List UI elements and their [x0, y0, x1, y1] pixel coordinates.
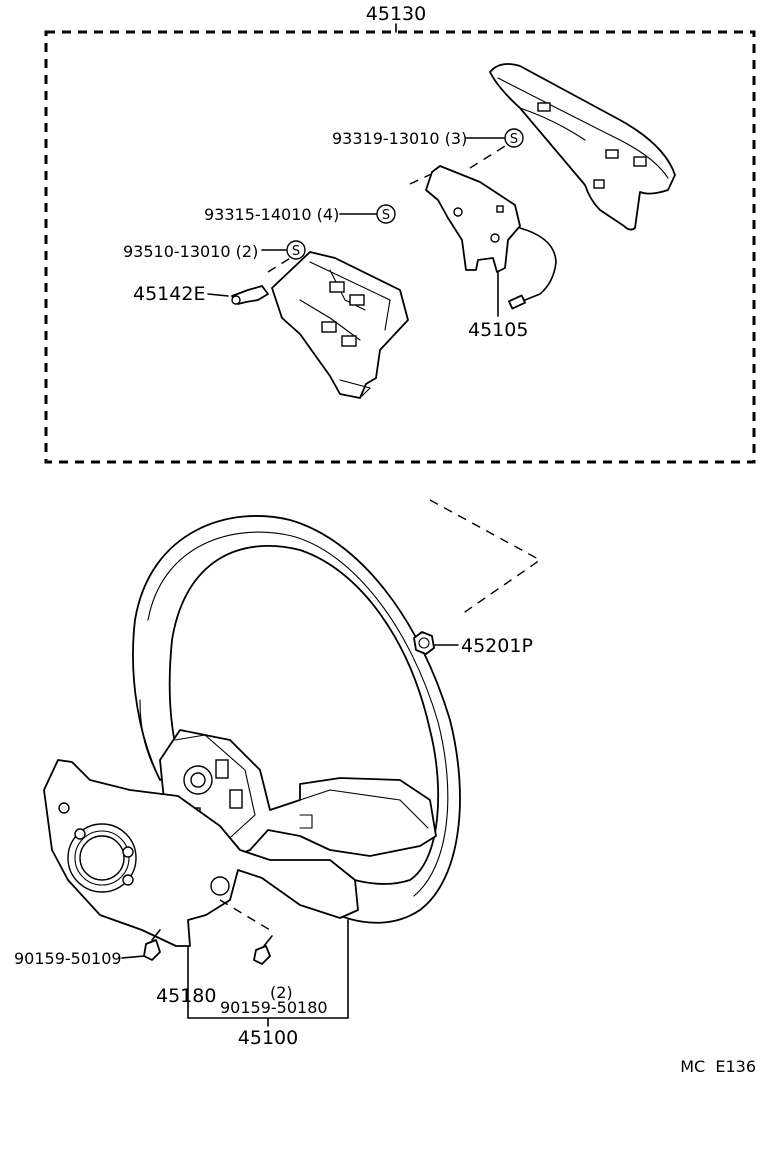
screw-93319-number: 93319-13010 — [332, 129, 440, 148]
contact-45142e — [207, 285, 269, 305]
steering-wheel-45100 — [43, 515, 461, 947]
wheel-assembly-number: 45100 — [238, 1027, 298, 1049]
svg-text:93510-13010 (2): 93510-13010 (2) — [123, 242, 258, 261]
pad-assembly-number: 45130 — [366, 3, 426, 25]
screw-93319-symbol: S — [510, 132, 518, 147]
horn-pad-cover — [489, 63, 676, 231]
screw-93510-symbol-circle — [286, 240, 306, 260]
svg-text:93315-14010 (4): 93315-14010 (4) — [204, 205, 339, 224]
screw-93315-callout: 93315-14010 (4) S — [204, 204, 396, 224]
contact-leader — [207, 293, 229, 297]
wheel-assembly-bracket — [187, 919, 349, 1027]
pad-assembly-group: 45130 45105 — [44, 3, 756, 464]
screw-93319-qty: (3) — [445, 129, 468, 148]
pad-assembly-dashed-box — [44, 30, 756, 464]
screw-93315-qty: (4) — [317, 205, 340, 224]
assembly-line-1 — [469, 142, 511, 169]
screw-93510-symbol: S — [292, 244, 300, 259]
screw-90159-50109 — [121, 929, 161, 961]
screw-93510-callout: 93510-13010 (2) S — [123, 240, 306, 261]
screw-90159-50180-label: 90159-50180 — [220, 998, 328, 1017]
pad-to-wheel-assembly-line — [429, 499, 542, 615]
screw-90159-50180 — [253, 935, 273, 965]
screw-93319-callout: 93319-13010 (3) S — [332, 128, 524, 148]
horn-contact-frame — [271, 251, 409, 399]
screw-93315-symbol-circle — [376, 204, 396, 224]
nut-45201p-label: 45201P — [461, 635, 533, 657]
contact-45142e-label: 45142E — [133, 283, 205, 305]
screw-90159-50180-qty: (2) — [270, 983, 293, 1002]
cover-45180-label: 45180 — [156, 985, 216, 1007]
figure-code: MC E136 — [680, 1057, 756, 1076]
screw-93319-symbol-circle — [504, 128, 524, 148]
bracket-45105 — [425, 165, 557, 317]
bracket-45105-label: 45105 — [468, 319, 528, 341]
assembly-line-3 — [267, 251, 301, 273]
svg-text:93319-13010 (3): 93319-13010 (3) — [332, 129, 467, 148]
nut-45201p — [413, 631, 459, 655]
screw-93510-qty: (2) — [236, 242, 259, 261]
screw-93510-number: 93510-13010 — [123, 242, 231, 261]
screw-93315-number: 93315-14010 — [204, 205, 312, 224]
screw-93315-symbol: S — [382, 208, 390, 223]
screw-90159-50109-label: 90159-50109 — [14, 949, 122, 968]
assembly-line-2 — [409, 169, 441, 185]
